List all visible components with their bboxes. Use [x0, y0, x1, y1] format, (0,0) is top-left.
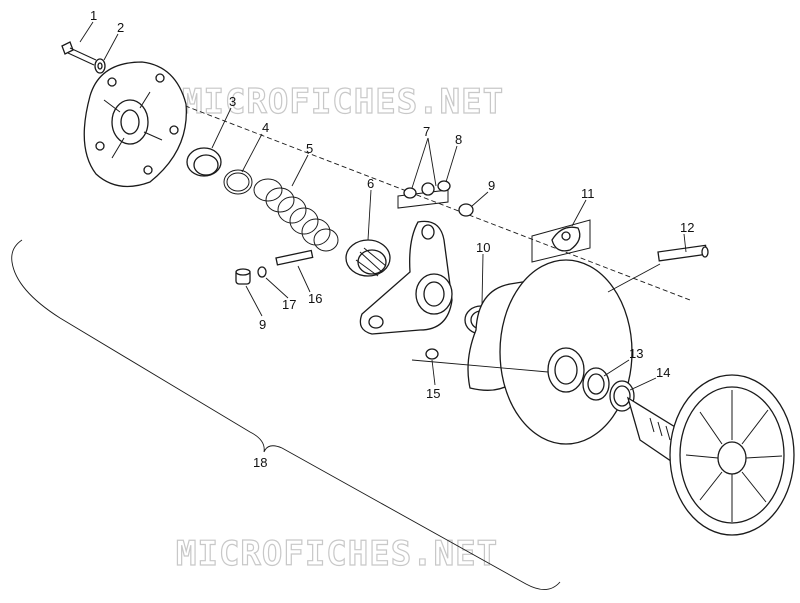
leader-12b	[607, 263, 661, 293]
callout-8: 8	[455, 132, 462, 147]
callout-5: 5	[306, 141, 313, 156]
callout-7: 7	[423, 124, 430, 139]
part-nut-right	[458, 203, 474, 217]
callout-9-left: 9	[259, 317, 266, 332]
callout-10: 10	[476, 240, 490, 255]
part-roller-washer	[257, 266, 267, 278]
part-bushing	[186, 147, 222, 177]
part-shim-washers	[397, 180, 451, 209]
part-spring	[253, 178, 339, 252]
part-washer-14	[609, 380, 635, 412]
part-snap-ring	[223, 169, 253, 195]
part-roller-left	[235, 268, 251, 285]
callout-11: 11	[581, 186, 595, 201]
leader-15	[411, 359, 549, 373]
callout-leaders	[79, 21, 687, 391]
part-spring-cup	[345, 239, 391, 277]
callout-9-right: 9	[488, 178, 495, 193]
part-spider-arm	[359, 220, 453, 335]
callout-6: 6	[367, 176, 374, 191]
part-cover	[83, 61, 188, 188]
axis-centerline	[169, 99, 691, 301]
callout-12: 12	[680, 220, 694, 235]
part-shaft-pin	[657, 244, 709, 262]
watermark-top: MICROFICHES.NET	[182, 82, 504, 122]
part-movable-sheave	[467, 259, 633, 445]
callout-17: 17	[282, 297, 296, 312]
part-washer	[94, 58, 106, 74]
callout-14: 14	[656, 365, 670, 380]
part-pin	[275, 249, 314, 266]
callout-13: 13	[629, 346, 643, 361]
callout-2: 2	[117, 20, 124, 35]
callout-3: 3	[229, 94, 236, 109]
bracket-18	[11, 239, 561, 590]
callout-16: 16	[308, 291, 322, 306]
callout-4: 4	[262, 120, 269, 135]
part-small-nut	[425, 348, 439, 360]
part-bolt	[61, 41, 97, 66]
callout-15: 15	[426, 386, 440, 401]
watermark-bottom: MICROFICHES.NET	[176, 534, 498, 574]
callout-18: 18	[253, 455, 267, 470]
callout-1: 1	[90, 8, 97, 23]
part-bushing-13	[582, 367, 610, 401]
part-fixed-sheave	[626, 374, 795, 536]
part-clip	[531, 219, 591, 263]
